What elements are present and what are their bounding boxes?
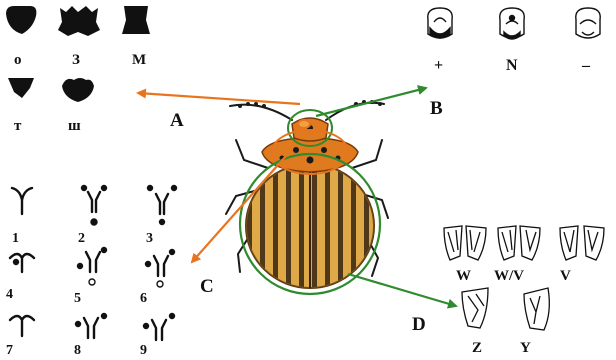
spot-variant-3 — [148, 186, 176, 224]
pronotum-shape-t — [8, 78, 34, 98]
spot-variant-7 — [10, 316, 34, 336]
spot-variant-6 — [146, 250, 174, 287]
spot-variant-2 — [82, 186, 106, 225]
head-patterns: + N – — [428, 8, 601, 74]
elytra-label-y: Y — [520, 340, 531, 356]
spot-label-4: 4 — [6, 287, 13, 302]
spot-label-9: 9 — [140, 343, 147, 358]
arrow-a-pronotum — [138, 93, 300, 104]
spot-label-7: 7 — [6, 343, 13, 358]
spot-variant-4 — [10, 254, 34, 272]
elytra-pattern-wv — [498, 226, 540, 260]
spot-label-1: 1 — [12, 231, 19, 246]
pronotum-shape-z — [58, 6, 100, 36]
elytra-label-v: V — [560, 268, 571, 284]
elytra-pattern-z — [462, 288, 488, 328]
spot-label-8: 8 — [74, 343, 81, 358]
head-pattern-plus — [428, 8, 453, 38]
spot-variant-9 — [144, 314, 174, 340]
section-label-c: C — [200, 276, 214, 297]
section-label-b: B — [430, 98, 443, 119]
spot-label-6: 6 — [140, 291, 147, 306]
pronotum-shape-sh — [62, 78, 94, 102]
spot-label-3: 3 — [146, 231, 153, 246]
spot-label-5: 5 — [74, 291, 81, 306]
pronotum-label-sh: ш — [68, 118, 81, 134]
spot-variants: 1 2 3 4 5 6 7 8 9 — [6, 186, 176, 358]
pronotum-shapes: о З М т ш — [6, 6, 150, 134]
spot-variant-1 — [12, 188, 32, 214]
section-label-d: D — [412, 314, 426, 335]
head-pattern-n — [500, 8, 525, 39]
pronotum-shape-o — [6, 6, 36, 34]
pronotum-label-z: З — [72, 52, 80, 68]
arrow-b-head — [316, 88, 426, 116]
pronotum-label-t: т — [14, 118, 22, 134]
elytra-label-z: Z — [472, 340, 482, 356]
spot-variant-8 — [76, 314, 106, 338]
elytra-label-wv: W/V — [494, 268, 524, 284]
spot-label-2: 2 — [78, 231, 85, 246]
arrow-d-elytra — [348, 274, 456, 306]
elytra-patterns: W W/V V Z Y — [444, 226, 604, 356]
spot-variant-5 — [78, 248, 106, 285]
elytra-label-w: W — [456, 268, 471, 284]
head-pattern-minus — [576, 8, 601, 38]
head-label-n: N — [506, 57, 518, 74]
head-label-plus: + — [434, 57, 443, 74]
elytra-pattern-w — [444, 226, 486, 260]
pronotum-label-m: М — [132, 52, 146, 68]
pronotum-label-o: о — [14, 52, 22, 68]
elytra-pattern-v — [560, 226, 604, 260]
head-label-minus: – — [581, 57, 591, 74]
pronotum-shape-m — [122, 6, 150, 34]
elytra-pattern-y — [524, 288, 549, 330]
section-label-a: A — [170, 110, 184, 131]
